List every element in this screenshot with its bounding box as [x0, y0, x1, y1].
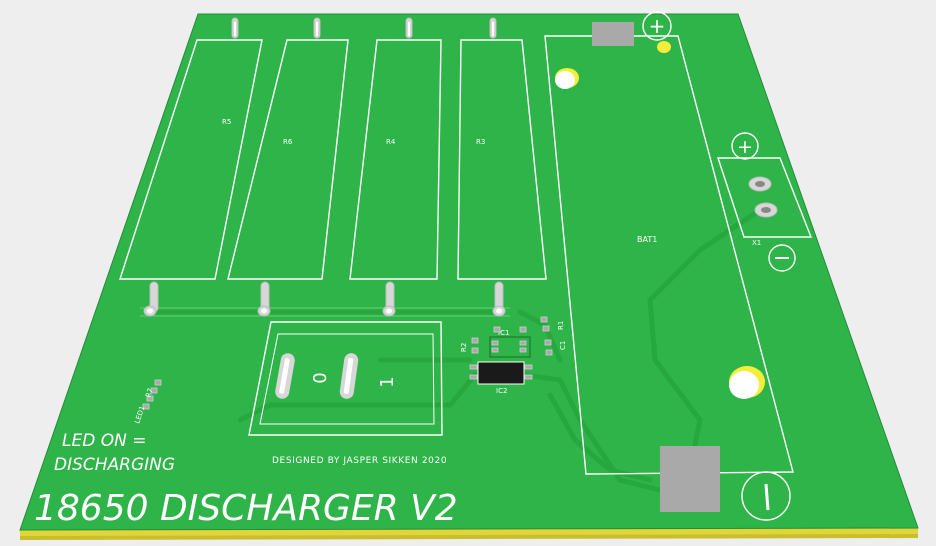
battery-minus-sign: [764, 483, 770, 511]
ic2-chip: [477, 361, 525, 385]
battery-label: BAT1: [637, 235, 657, 244]
terminal-plus-sign: +: [737, 136, 753, 158]
battery-plus-circle: [642, 11, 672, 41]
terminal-x1: X1 +: [717, 132, 813, 272]
battery-holder-bat1: BAT1 +: [544, 11, 794, 521]
resistor-r3-label: R3: [476, 138, 485, 146]
resistor-top-holes: [231, 17, 497, 39]
ic-area: IC1 IC2 R2 R1 C1: [460, 316, 567, 395]
note-line-2: DISCHARGING: [54, 455, 175, 475]
battery-plus-sign: +: [649, 14, 666, 38]
switch: 0 1: [248, 321, 443, 436]
switch-label-1: 1: [377, 376, 398, 387]
c1-label: C1: [559, 341, 567, 350]
board-edge-shadow: [20, 534, 918, 540]
board-top: [19, 13, 919, 531]
resistor-r3: R3: [457, 39, 547, 280]
switch-label-0: 0: [310, 372, 331, 383]
r1-label: R1: [557, 321, 565, 330]
resistor-r4: R4: [349, 39, 442, 280]
terminal-plus-circle: [731, 132, 759, 160]
resistor-bottom-holes: [143, 281, 506, 317]
battery-minus-circle: [741, 471, 791, 521]
battery-bottom-pad: [660, 446, 720, 512]
r7-label: R7: [144, 387, 154, 398]
credit-text: DESIGNED BY JASPER SIKKEN 2020: [272, 456, 447, 466]
battery-top-pad: [592, 22, 634, 46]
terminal-minus-circle: [768, 244, 796, 272]
ic1-label: IC1: [498, 329, 509, 337]
terminal-label: X1: [752, 239, 761, 247]
r2-label: R2: [460, 343, 468, 352]
ic2-label: IC2: [496, 387, 507, 395]
copper-traces: [140, 207, 763, 493]
resistor-r4-label: R4: [386, 138, 396, 146]
resistor-r5-label: R5: [222, 118, 231, 126]
resistor-r5: R5: [119, 39, 263, 280]
note-line-1: LED ON =: [62, 431, 146, 451]
battery-small-hole: [657, 41, 671, 53]
ic1-outline: [489, 336, 531, 358]
board-title: 18650 DISCHARGER V2: [34, 488, 458, 529]
resistor-r6-label: R6: [283, 138, 293, 146]
resistor-r6: R6: [227, 39, 349, 280]
